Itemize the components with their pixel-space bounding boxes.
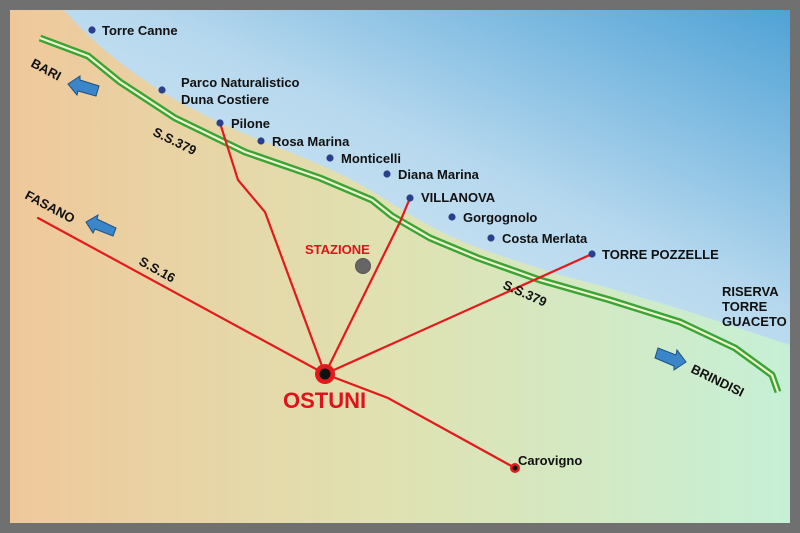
label-pilone: Pilone (231, 116, 270, 131)
label-riserva-1: RISERVA (722, 284, 779, 299)
marker-monticelli-icon (326, 154, 334, 162)
label-torre-pozzelle: TORRE POZZELLE (602, 247, 719, 262)
label-carovigno: Carovigno (518, 453, 582, 468)
road-carovigno (323, 372, 517, 470)
marker-torre-canne-icon (88, 26, 96, 34)
label-ostuni: OSTUNI (283, 388, 366, 413)
arrow-bari-icon (67, 75, 100, 97)
marker-gorgognolo-icon (448, 213, 456, 221)
label-parco-2: Duna Costiere (181, 92, 269, 107)
arrow-fasano-icon (85, 213, 117, 237)
label-gorgognolo: Gorgognolo (463, 210, 537, 225)
label-villanova: VILLANOVA (421, 190, 496, 205)
road-pilone (218, 121, 327, 376)
marker-torre-pozzelle-icon (588, 250, 596, 258)
carovigno-marker-center (512, 465, 518, 471)
red-roads (36, 121, 594, 470)
ostuni-marker-center (319, 368, 331, 380)
road-villanova (323, 196, 412, 376)
marker-diana-marina-icon (383, 170, 391, 178)
label-rosa-marina: Rosa Marina (272, 134, 350, 149)
label-parco-1: Parco Naturalistico (181, 75, 300, 90)
label-torre-canne: Torre Canne (102, 23, 178, 38)
label-costa-merlata: Costa Merlata (502, 231, 588, 246)
label-monticelli: Monticelli (341, 151, 401, 166)
label-diana-marina: Diana Marina (398, 167, 480, 182)
road-torre-pozzelle (323, 252, 594, 376)
arrow-brindisi-icon (654, 347, 687, 371)
sea (64, 10, 790, 345)
marker-villanova-icon (406, 194, 414, 202)
marker-rosa-marina-icon (257, 137, 265, 145)
label-stazione: STAZIONE (305, 242, 370, 257)
label-riserva-3: GUACETO (722, 314, 787, 329)
marker-parco-icon (158, 86, 166, 94)
stazione-marker-icon (355, 258, 371, 274)
road-ss16 (36, 216, 327, 376)
label-riserva-2: TORRE (722, 299, 768, 314)
marker-costa-merlata-icon (487, 234, 495, 242)
marker-pilone-icon (216, 119, 224, 127)
road-ss379 (38, 34, 782, 394)
